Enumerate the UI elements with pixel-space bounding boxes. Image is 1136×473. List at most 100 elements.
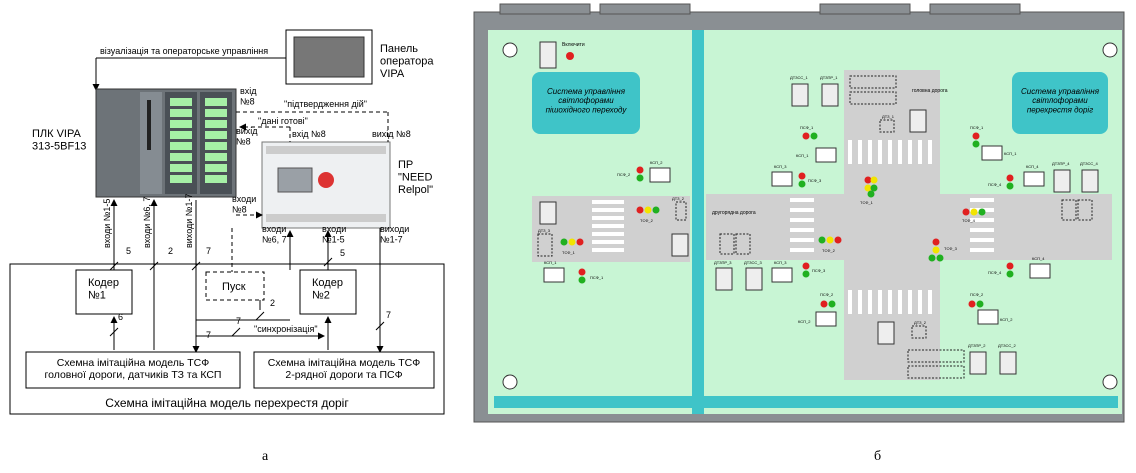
switch-dtzpr3[interactable] bbox=[715, 267, 733, 291]
kcp2-left-label: КСП_2 bbox=[650, 160, 663, 165]
pcf1b-label: ПСФ_1 bbox=[800, 125, 814, 130]
kcp1-button[interactable] bbox=[815, 147, 837, 163]
tsf1-left-label: ТСФ_1 bbox=[562, 250, 576, 255]
kcp3-button[interactable] bbox=[771, 171, 793, 187]
sensor-zone-dtz2 bbox=[911, 325, 927, 339]
sensor-zone-top-2 bbox=[849, 91, 897, 105]
pcf2-left-label: ПСФ_2 bbox=[617, 172, 631, 177]
switch-main-top[interactable] bbox=[909, 109, 927, 133]
switch-dtesc2[interactable] bbox=[999, 351, 1017, 375]
pcf3-label: ПСФ_3 bbox=[808, 178, 822, 183]
dtesc3-label: ДТЗСС_3 bbox=[744, 260, 762, 265]
traffic-light-ped-left bbox=[560, 206, 660, 246]
switch-dtzpr4[interactable] bbox=[1053, 169, 1071, 193]
dtzpr4-label: ДТЗПР_4 bbox=[1052, 161, 1070, 166]
kcp1-left-button[interactable] bbox=[543, 267, 565, 283]
traffic-light-tsf2 bbox=[818, 236, 842, 244]
main-road-label: головна дорога bbox=[912, 88, 948, 94]
kcp2-button[interactable] bbox=[815, 311, 837, 327]
ready-label: "дані готові" bbox=[258, 116, 308, 126]
switch-dtesc1[interactable] bbox=[791, 83, 809, 107]
sync-label: "синхронізація" bbox=[254, 324, 318, 334]
tsf2-label: ТСФ_2 bbox=[822, 248, 836, 253]
traffic-light-tsf3 bbox=[928, 238, 944, 262]
kcp4b-label: КСП_4 bbox=[1032, 256, 1045, 261]
bus-count-2: 7 bbox=[206, 246, 211, 256]
dtz1-label: ДТЗ_1 bbox=[882, 114, 895, 119]
pcf1-label: ПСФ_1 bbox=[970, 125, 984, 130]
enable-switch[interactable] bbox=[539, 41, 557, 69]
kcp1b-button[interactable] bbox=[981, 145, 1003, 161]
sensor-zone-bottom-1 bbox=[907, 349, 965, 363]
ped-light-pcf1 bbox=[972, 132, 980, 148]
kcp3-label: КСП_3 bbox=[774, 164, 787, 169]
sensor-zone-right-1 bbox=[1061, 199, 1077, 221]
switch-left-1[interactable] bbox=[539, 201, 557, 225]
dtesc2-label: ДТЗСС_2 bbox=[998, 343, 1016, 348]
bus-count-1: 2 bbox=[168, 246, 173, 256]
dtzpr3-label: ДТЗПР_3 bbox=[714, 260, 732, 265]
pcf2b-label: ПСФ_2 bbox=[970, 292, 984, 297]
kcp2-left-button[interactable] bbox=[649, 167, 671, 183]
sensor-zone-left-4 bbox=[735, 233, 751, 255]
board-divider bbox=[692, 30, 704, 414]
switch-dtzpr1[interactable] bbox=[821, 83, 839, 107]
ped-light-pcf2b bbox=[968, 300, 984, 308]
ped-light-pcf3b bbox=[802, 262, 810, 278]
sensor-zone-left-1 bbox=[537, 233, 553, 257]
bus-count-7: 7 bbox=[236, 316, 241, 326]
kcp4-button[interactable] bbox=[1023, 171, 1045, 187]
dtz2-label: ДТЗ_2 bbox=[914, 320, 927, 325]
sensor-zone-top-1 bbox=[849, 75, 897, 89]
dtesc4-label: ДТЗСС_4 bbox=[1080, 161, 1098, 166]
out8-d: вихід №8 bbox=[372, 129, 411, 139]
intersection-model-box bbox=[9, 263, 445, 415]
operator-panel bbox=[285, 29, 373, 85]
kcp2b-label: КСП_2 bbox=[1000, 317, 1013, 322]
switch-dtzpr2[interactable] bbox=[969, 351, 987, 375]
caption-a: а bbox=[262, 449, 269, 464]
kcp3b-label: КСП_3 bbox=[774, 260, 787, 265]
kcp1-left-label: КСП_1 bbox=[544, 260, 557, 265]
bus-count-5: 6 bbox=[118, 312, 123, 322]
switch-main-bottom[interactable] bbox=[877, 321, 895, 345]
sensor-zone-right-2 bbox=[1077, 199, 1093, 221]
left-diagram: Схемна імітаційна модель перехрестя дорі… bbox=[9, 29, 445, 464]
switch-dtesc3[interactable] bbox=[745, 267, 763, 291]
kcp1b-label: КСП_1 bbox=[1004, 151, 1017, 156]
tsf3-label: ТСФ_3 bbox=[944, 246, 958, 251]
vert-label-1: входи №6, 7 bbox=[142, 197, 152, 248]
kcp3b-button[interactable] bbox=[771, 267, 793, 283]
tsf4-label: ТСФ_4 bbox=[962, 218, 976, 223]
visualization-label: візуалізація та операторське управління bbox=[100, 46, 268, 56]
dtzpr2-label: ДТЗПР_2 bbox=[968, 343, 986, 348]
switch-dtesc4[interactable] bbox=[1081, 169, 1099, 193]
vert-label-2: виходи №1-7 bbox=[184, 194, 194, 248]
kcp2b-button[interactable] bbox=[977, 309, 999, 325]
tsf2-left-label: ТСФ_2 bbox=[640, 218, 654, 223]
switch-left-2[interactable] bbox=[671, 233, 689, 257]
pcf4b-label: ПСФ_4 bbox=[988, 270, 1002, 275]
kcp1-label: КСП_1 bbox=[796, 153, 809, 158]
dtesc1-label: ДТЗСС_1 bbox=[790, 75, 808, 80]
start-box bbox=[205, 271, 265, 301]
sensor-zone-dtz1 bbox=[879, 119, 895, 133]
sensor-zone-bottom-2 bbox=[907, 365, 965, 379]
model-main-box bbox=[25, 351, 241, 389]
sys-right-badge bbox=[1012, 72, 1108, 134]
kcp4b-button[interactable] bbox=[1029, 263, 1051, 279]
ped-light-pcf4b bbox=[1006, 262, 1014, 278]
